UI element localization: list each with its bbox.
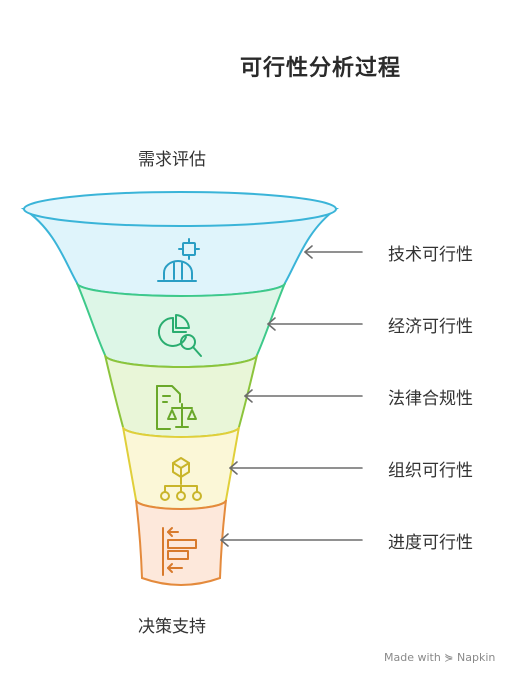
funnel-stage-schedule — [135, 499, 227, 586]
arrowhead-legal — [244, 389, 253, 403]
stage-label-economic: 经济可行性 — [388, 317, 473, 337]
arrowhead-organizational — [229, 461, 238, 475]
napkin-credit[interactable]: Made with ⋟ Napkin — [384, 651, 496, 664]
arrowhead-economic — [267, 317, 276, 331]
timeline-icon — [162, 527, 197, 576]
stage-arrows — [220, 245, 363, 547]
legal-document-scale-icon — [156, 385, 197, 430]
helmet-gear-icon — [157, 238, 200, 282]
stage-label-organizational: 组织可行性 — [388, 461, 473, 481]
stage-label-technical: 技术可行性 — [388, 245, 473, 265]
stage-label-legal: 法律合规性 — [388, 389, 473, 409]
arrowhead-schedule — [220, 533, 229, 547]
arrowhead-technical — [304, 245, 313, 259]
page-title: 可行性分析过程 — [240, 56, 402, 81]
funnel-bottom-label: 决策支持 — [138, 617, 206, 637]
pie-chart-search-icon — [157, 314, 202, 357]
stage-label-schedule: 进度可行性 — [388, 533, 473, 553]
funnel-top-label: 需求评估 — [138, 150, 206, 170]
funnel-top-rim — [23, 191, 337, 227]
org-structure-icon — [160, 457, 202, 501]
funnel-stage-economic — [76, 282, 286, 368]
